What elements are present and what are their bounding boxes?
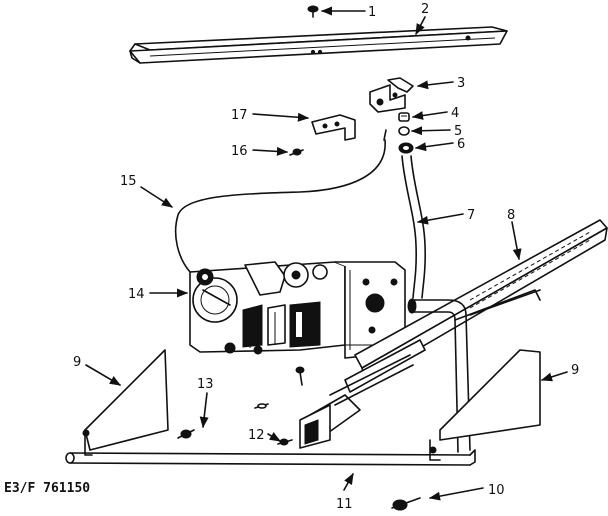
part-top-rail-2 <box>129 26 508 64</box>
figure-caption: E3/F 761150 <box>4 481 90 496</box>
callout-label-6: 6 <box>457 137 465 152</box>
part-control-valve-14 <box>189 261 406 359</box>
callout-label-10: 10 <box>488 483 505 498</box>
part-gas-pipe <box>407 289 541 453</box>
part-tube-7 <box>401 155 426 299</box>
callout-label-11: 11 <box>336 497 353 512</box>
part-screw-12 <box>277 438 293 446</box>
leader-lines <box>85 6 568 501</box>
callout-label-8: 8 <box>507 208 515 223</box>
callout-label-14: 14 <box>128 287 145 302</box>
part-side-panel-9-right <box>429 349 541 461</box>
callout-labels: 1 2 3 4 5 6 7 8 9 9 10 11 12 13 14 15 16… <box>73 2 579 512</box>
part-side-panel-9-left <box>82 349 169 456</box>
part-screw-16 <box>289 148 304 156</box>
part-misc-hardware <box>254 366 305 409</box>
part-wire-15 <box>174 129 387 273</box>
callout-label-3: 3 <box>457 76 465 91</box>
part-burner-8 <box>299 219 608 449</box>
part-bottom-frame-11 <box>65 449 476 466</box>
part-screw-13 <box>177 429 195 439</box>
callout-label-16: 16 <box>231 144 248 159</box>
part-fitting-5 <box>398 126 410 136</box>
callout-label-9-left: 9 <box>73 355 81 370</box>
callout-label-1: 1 <box>368 5 376 20</box>
callout-label-4: 4 <box>451 106 459 121</box>
part-nut-6 <box>398 142 414 154</box>
part-bracket-3 <box>369 77 414 113</box>
part-bracket-17 <box>311 114 356 141</box>
callout-label-17: 17 <box>231 108 248 123</box>
callout-label-13: 13 <box>197 377 214 392</box>
part-screw-10 <box>391 497 421 511</box>
part-fitting-4 <box>398 112 410 122</box>
callout-label-5: 5 <box>454 124 462 139</box>
callout-label-15: 15 <box>120 174 137 189</box>
callout-label-9-right: 9 <box>571 363 579 378</box>
callout-label-2: 2 <box>421 2 429 17</box>
part-screw-1 <box>307 5 319 18</box>
callout-label-7: 7 <box>467 208 475 223</box>
callout-label-12: 12 <box>248 428 265 443</box>
